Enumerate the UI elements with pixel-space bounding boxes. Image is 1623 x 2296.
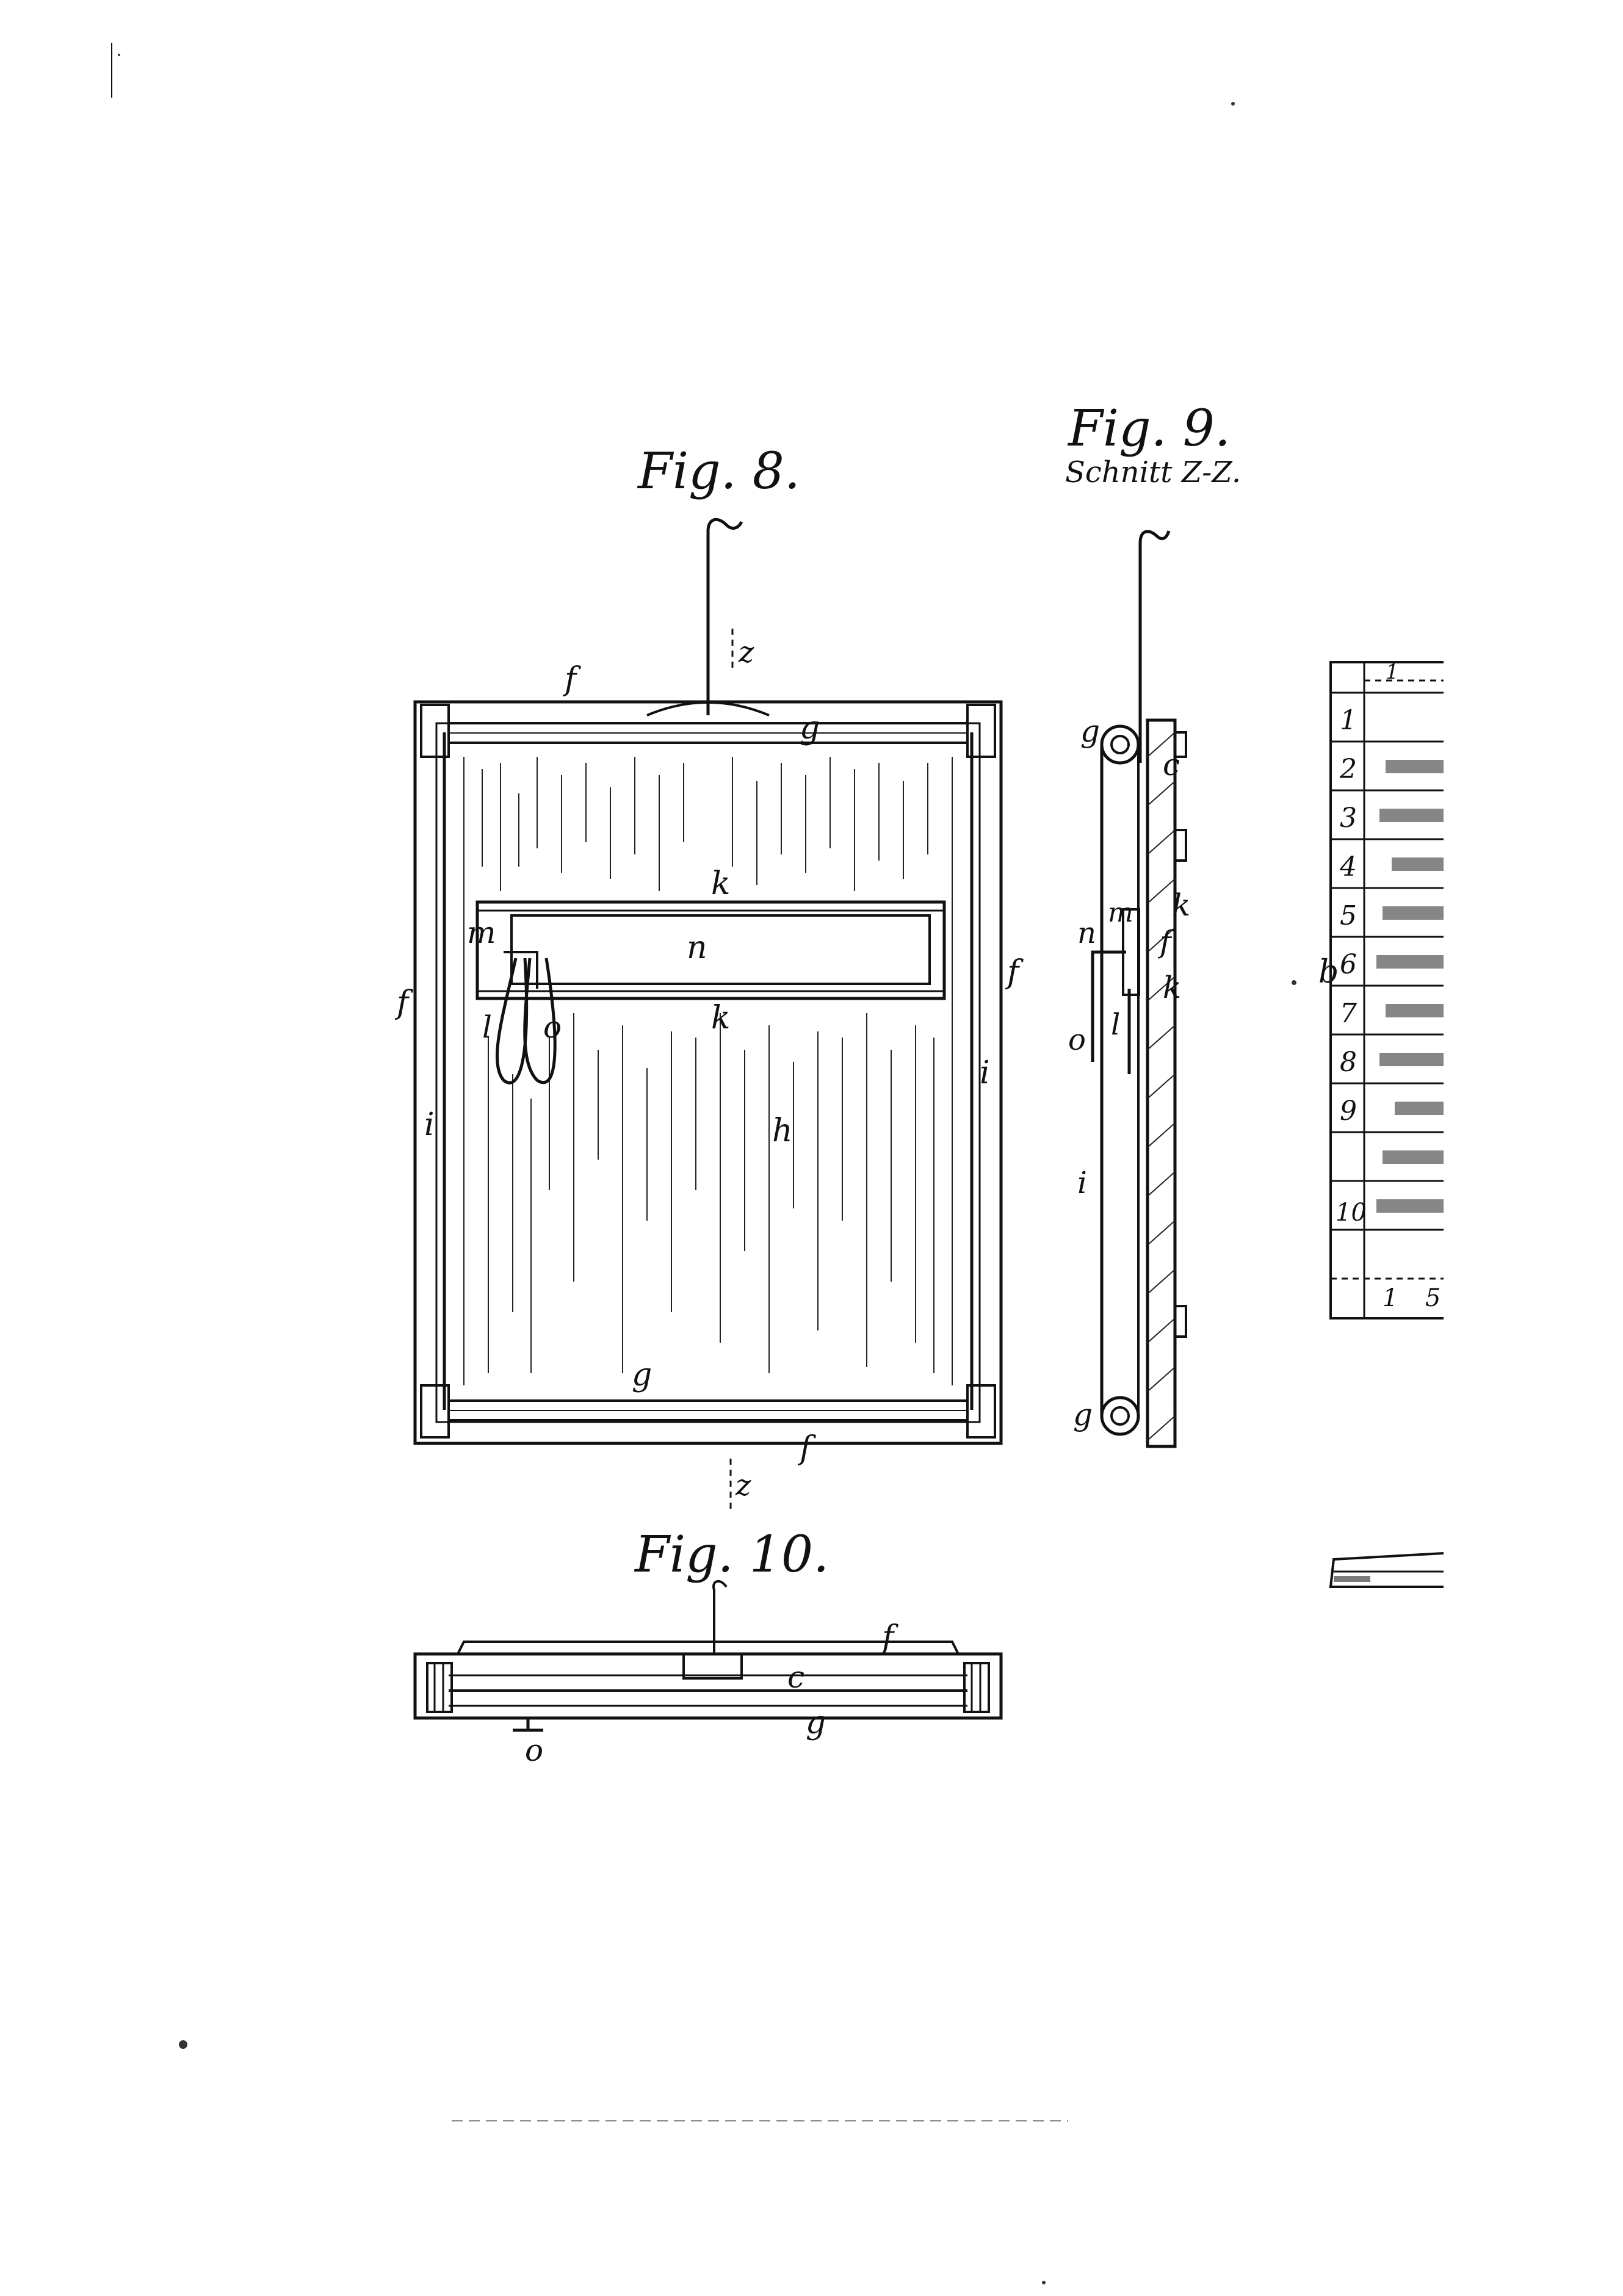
fig8-label-z-top: z bbox=[738, 635, 754, 670]
figure-10: Fig. 10. f c g o bbox=[413, 1526, 1003, 1768]
fig8-label-f-left: f bbox=[394, 984, 413, 1021]
ruler-number-9: 9 bbox=[1340, 1096, 1357, 1127]
fig9-board-section bbox=[1146, 718, 1177, 1448]
fig8-label-f-right: f bbox=[1005, 954, 1024, 991]
fig10-wing-knob bbox=[513, 1718, 543, 1732]
fig10-left-coils bbox=[426, 1662, 453, 1713]
fig10-label-g: g bbox=[806, 1705, 826, 1741]
fig9-label-g-top: g bbox=[1080, 713, 1100, 749]
fig9-subtitle: Schnitt Z-Z. bbox=[1065, 455, 1241, 489]
fig9-section-hatching bbox=[1147, 732, 1176, 1441]
fig8-label-k-top: k bbox=[711, 865, 731, 902]
fig8-label-z-bottom: z bbox=[735, 1468, 751, 1503]
fig9-lug-1 bbox=[1174, 731, 1187, 758]
fig8-hook-wire bbox=[706, 518, 743, 715]
fig10-hook-wire bbox=[712, 1580, 728, 1654]
ruler-number-8: 8 bbox=[1340, 1047, 1357, 1078]
fig8-label-i-left: i bbox=[424, 1106, 435, 1143]
fig8-bracket-tl bbox=[420, 704, 450, 758]
fig9-label-g-bottom: g bbox=[1073, 1397, 1093, 1432]
fig9-label-n: n bbox=[1077, 916, 1096, 950]
fig8-clip-o bbox=[523, 958, 557, 1085]
fig9-title: Fig. 9. bbox=[1067, 400, 1231, 458]
fig8-label-g-bottom: g bbox=[632, 1357, 652, 1393]
fig8-label-l: l bbox=[482, 1009, 492, 1045]
fig8-label-n: n bbox=[687, 930, 707, 966]
fig8-outer-frame bbox=[413, 700, 1003, 1445]
fig9-clip bbox=[1091, 950, 1131, 1074]
fig8-title: Fig. 8. bbox=[637, 442, 800, 500]
ruler-number-4: 4 bbox=[1339, 851, 1357, 883]
fig9-lug-2 bbox=[1174, 829, 1187, 862]
ruler-top-1: 1 bbox=[1386, 660, 1399, 684]
ruler-number-10: 10 bbox=[1336, 1199, 1367, 1227]
partial-ruler-figure: 1 2 3 4 5 6 7 8 9 10 1 5 b 1 bbox=[1318, 660, 1444, 1588]
fig9-label-o: o bbox=[1068, 1023, 1086, 1057]
label-b: b bbox=[1318, 954, 1339, 991]
fig8-label-m: m bbox=[467, 915, 496, 950]
fig9-top-roller bbox=[1100, 724, 1140, 765]
fig8-top-mount bbox=[646, 701, 770, 717]
ruler-outline bbox=[1329, 661, 1444, 1319]
fig8-label-k-bottom: k bbox=[711, 1000, 731, 1036]
ruler-number-2: 2 bbox=[1339, 754, 1357, 785]
fig8-clip-l bbox=[496, 958, 529, 1085]
fig8-label-i-right: i bbox=[980, 1055, 990, 1091]
ruler-bottom-5: 5 bbox=[1425, 1284, 1440, 1312]
fig9-label-k-bottom: k bbox=[1163, 970, 1181, 1005]
fig8-slot-window bbox=[510, 914, 931, 985]
ruler-pattern-blocks bbox=[1376, 760, 1444, 1213]
fig8-slot-holder bbox=[475, 900, 946, 1000]
fig8-bracket-bl bbox=[420, 1384, 450, 1439]
fig9-label-m: m bbox=[1108, 897, 1133, 928]
ruler-row-lines bbox=[1331, 691, 1444, 1231]
fig10-body bbox=[413, 1652, 1003, 1720]
partial-plate-edge bbox=[1329, 1552, 1444, 1588]
figure-8: Fig. 8. bbox=[394, 442, 1024, 1514]
fig10-top-plate bbox=[457, 1641, 960, 1655]
ruler-number-5: 5 bbox=[1340, 900, 1357, 931]
fig10-label-f: f bbox=[880, 1619, 898, 1656]
fig9-label-i: i bbox=[1077, 1165, 1087, 1200]
fig10-title: Fig. 10. bbox=[634, 1526, 829, 1584]
ruler-number-7: 7 bbox=[1340, 998, 1357, 1029]
fig8-label-f-bottom: f bbox=[797, 1430, 816, 1467]
fig8-label-f-top: f bbox=[562, 661, 581, 698]
ruler-number-1: 1 bbox=[1340, 705, 1357, 736]
fig8-label-h: h bbox=[772, 1113, 793, 1149]
fig8-clip-wire bbox=[504, 951, 538, 989]
fig10-label-c: c bbox=[787, 1659, 804, 1695]
fig8-label-g-top: g bbox=[800, 710, 820, 746]
fig8-board-shading bbox=[463, 757, 953, 1385]
fig8-label-o: o bbox=[543, 1009, 562, 1045]
fig10-center-bracket bbox=[682, 1653, 743, 1680]
fig10-right-coils bbox=[963, 1662, 990, 1713]
fig9-bottom-roller bbox=[1100, 1396, 1140, 1436]
fig9-label-c: c bbox=[1163, 747, 1180, 782]
fig9-label-k-top: k bbox=[1172, 887, 1190, 923]
fig8-bracket-tr bbox=[966, 704, 996, 758]
ruler-number-3: 3 bbox=[1340, 803, 1357, 834]
figure-9: Fig. 9. Schnitt Z-Z. bbox=[1065, 400, 1241, 1448]
fig9-label-l: l bbox=[1111, 1008, 1120, 1042]
ruler-number-6: 6 bbox=[1340, 949, 1357, 980]
scan-specks bbox=[118, 54, 1296, 2284]
fig8-bracket-br bbox=[966, 1384, 996, 1439]
fig9-hook-wire bbox=[1138, 530, 1171, 763]
fig9-lug-3 bbox=[1174, 1305, 1187, 1338]
fig10-label-o: o bbox=[525, 1733, 543, 1768]
ruler-bottom-1: 1 bbox=[1383, 1284, 1398, 1312]
